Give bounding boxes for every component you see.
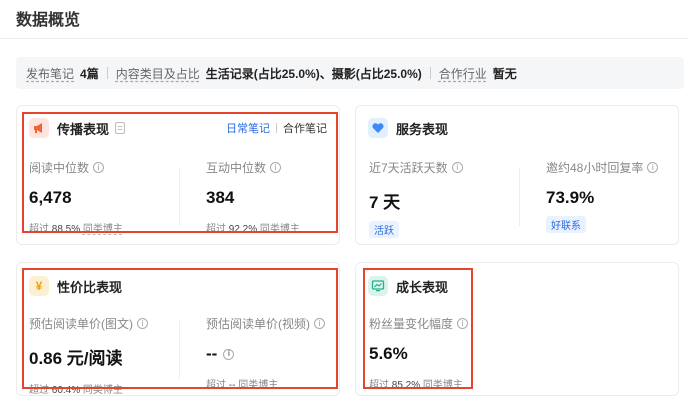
summary-bar: 发布笔记 4篇 内容类目及占比 生活记录(占比25.0%)、摄影(占比25.0%… xyxy=(16,57,684,89)
summary-value-notes: 4篇 xyxy=(80,66,99,81)
metric-label: 阅读中位数 xyxy=(29,161,90,175)
info-icon[interactable]: i xyxy=(647,162,659,173)
metric-footnote: 超过 85.2% 同类博主 xyxy=(369,380,463,391)
metric-label: 互动中位数 xyxy=(206,161,267,175)
metric-label: 粉丝量变化幅度 xyxy=(369,317,454,331)
metric-footnote: 超过 -- 同类博主 xyxy=(206,380,279,391)
metric-footnote: 超过 92.2% 同类博主 xyxy=(206,224,300,235)
metric-label: 近7天活跃天数 xyxy=(369,161,448,175)
title-divider xyxy=(0,38,688,39)
metric-read-price-image: 预估阅读单价(图文) i 0.86 元/阅读 超过 60.4% 同类博主 xyxy=(29,315,148,396)
metric-value: 384 xyxy=(206,188,235,207)
info-icon[interactable]: i xyxy=(451,162,463,173)
info-icon[interactable]: i xyxy=(270,162,282,173)
growth-card-title: 成长表现 xyxy=(396,279,449,295)
metric-label: 邀约48小时回复率 xyxy=(546,161,644,175)
megaphone-icon xyxy=(29,118,49,138)
tab-separator xyxy=(276,123,277,133)
document-icon[interactable] xyxy=(115,122,126,134)
spread-card-title: 传播表现 xyxy=(57,121,110,137)
status-badge: 活跃 xyxy=(369,221,399,238)
summary-value-category: 生活记录(占比25.0%)、摄影(占比25.0%) xyxy=(205,66,422,81)
status-badge: 好联系 xyxy=(546,216,586,233)
summary-separator xyxy=(106,67,108,79)
summary-value-industry: 暂无 xyxy=(492,66,517,81)
cost-card-title: 性价比表现 xyxy=(57,279,123,295)
tab-cooperation-notes[interactable]: 合作笔记 xyxy=(283,123,327,135)
info-icon[interactable]: i xyxy=(223,348,235,360)
info-icon[interactable]: i xyxy=(137,318,148,329)
vertical-divider xyxy=(179,168,180,226)
metric-footnote: 超过 88.5% 同类博主 xyxy=(29,224,123,235)
heart-icon xyxy=(368,118,388,138)
trend-chart-icon xyxy=(368,276,388,296)
yen-icon: ¥ xyxy=(29,276,49,296)
tab-daily-notes[interactable]: 日常笔记 xyxy=(226,123,270,135)
page-title: 数据概览 xyxy=(16,12,81,29)
metric-label: 预估阅读单价(视频) xyxy=(206,317,310,331)
metric-read-price-video: 预估阅读单价(视频) i -- i 超过 -- 同类博主 xyxy=(206,315,325,391)
metric-value: 7 天 xyxy=(369,193,401,212)
metric-value: 73.9% xyxy=(546,188,595,207)
metric-value: 6,478 xyxy=(29,188,72,207)
info-icon[interactable]: i xyxy=(314,318,325,329)
info-icon[interactable]: i xyxy=(457,318,469,329)
summary-key-industry[interactable]: 合作行业 xyxy=(438,66,487,81)
cost-card: ¥ 性价比表现 预估阅读单价(图文) i 0.86 元/阅读 超过 60.4% 同… xyxy=(16,262,340,396)
metric-value: -- xyxy=(206,344,218,363)
metric-footnote: 超过 60.4% 同类博主 xyxy=(29,385,123,396)
metric-label: 预估阅读单价(图文) xyxy=(29,317,133,331)
vertical-divider xyxy=(519,168,520,226)
summary-key-notes[interactable]: 发布笔记 xyxy=(26,66,75,81)
spread-tabs: 日常笔记 合作笔记 xyxy=(226,120,327,136)
service-card-title: 服务表现 xyxy=(396,121,449,137)
summary-key-category[interactable]: 内容类目及占比 xyxy=(115,66,200,81)
summary-separator xyxy=(429,67,431,79)
metric-value: 0.86 元/阅读 xyxy=(29,349,123,368)
metric-value: 5.6% xyxy=(369,344,408,363)
info-icon[interactable]: i xyxy=(93,162,105,173)
vertical-divider xyxy=(179,321,180,379)
